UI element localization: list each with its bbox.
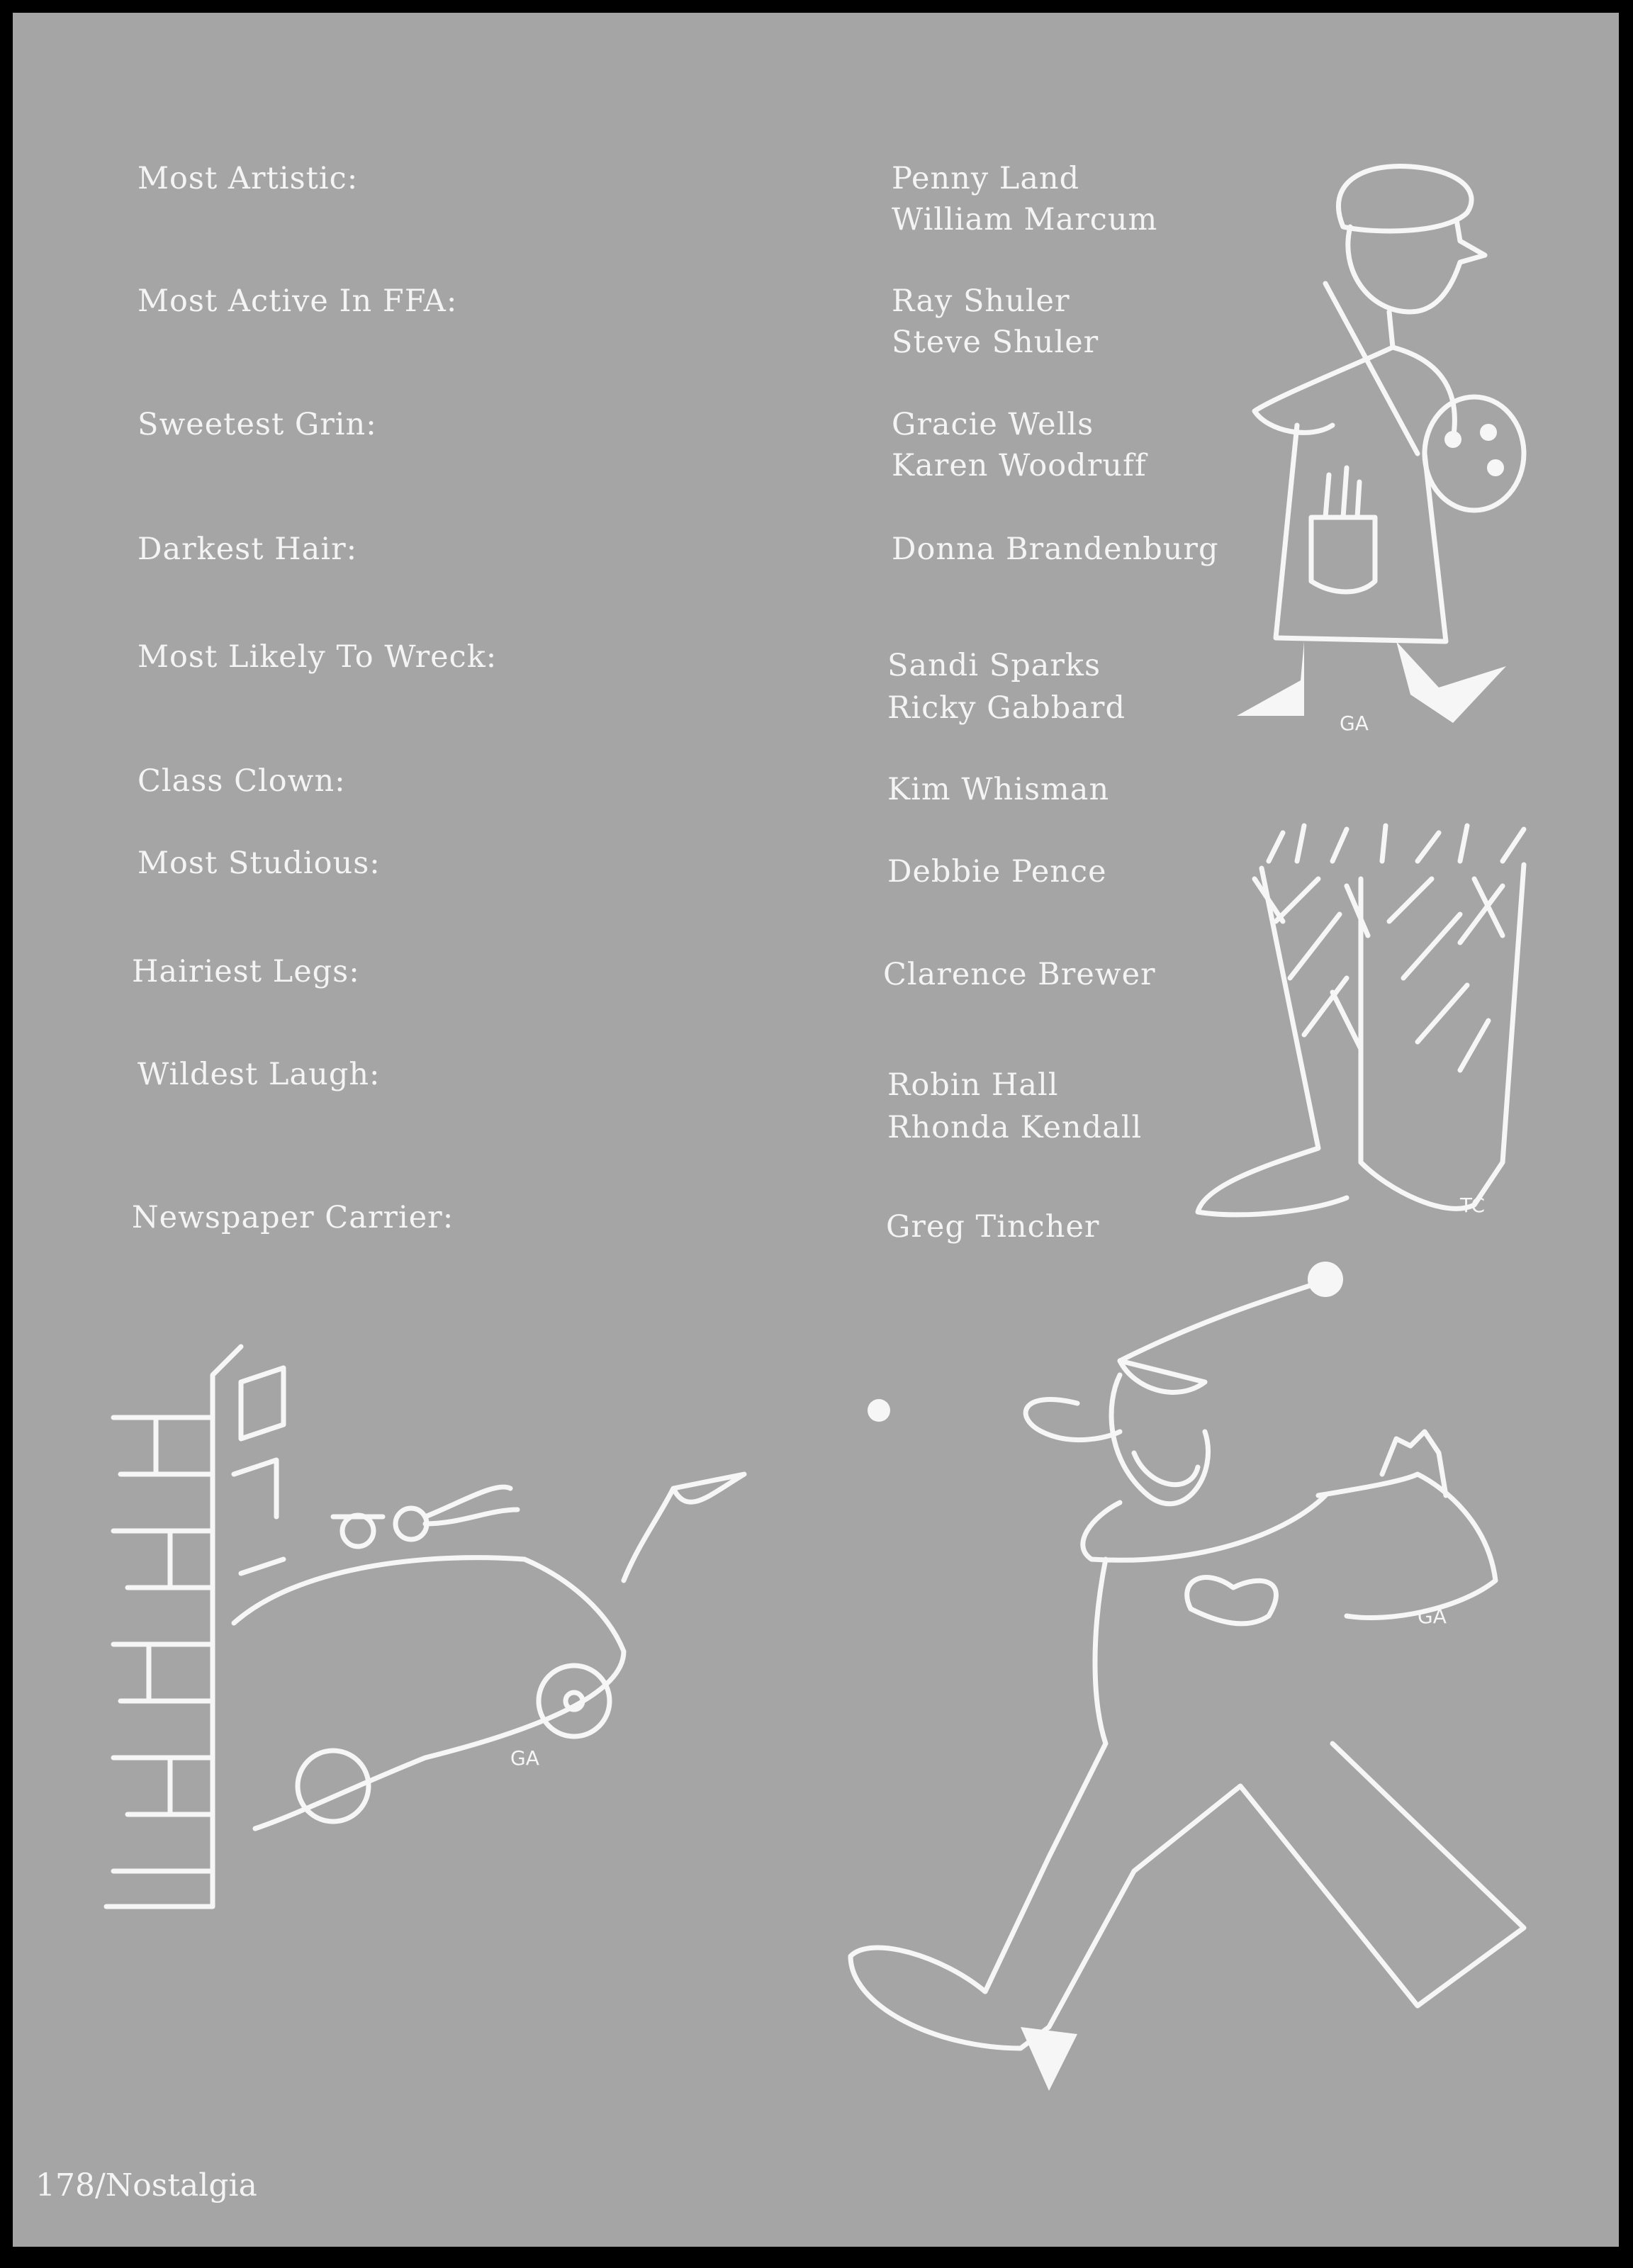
winner-name: Sandi Sparks xyxy=(887,648,1101,683)
superlative-title: Hairiest Legs: xyxy=(132,954,360,989)
clown-drawing: GA xyxy=(848,1262,1527,2091)
superlative-title: Most Artistic: xyxy=(138,161,359,196)
artist-initials: GA xyxy=(1340,712,1369,735)
superlative-title: Sweetest Grin: xyxy=(138,407,377,442)
page-folio: 178/Nostalgia xyxy=(35,2167,257,2204)
clown-initials: GA xyxy=(1418,1605,1447,1628)
hairy-legs-drawing: TC xyxy=(1195,823,1527,1218)
car-crash-drawing: GA xyxy=(103,1344,747,1909)
winner-name: Steve Shuler xyxy=(892,325,1099,360)
winner-name: Ray Shuler xyxy=(892,284,1070,319)
winner-name: Penny Land xyxy=(892,161,1080,196)
winner-name: Donna Brandenburg xyxy=(892,532,1219,567)
superlative-title: Most Studious: xyxy=(138,846,381,881)
winner-name: Clarence Brewer xyxy=(883,957,1156,992)
winner-name: Rhonda Kendall xyxy=(887,1110,1143,1145)
winner-name: William Marcum xyxy=(892,202,1158,237)
car-initials: GA xyxy=(510,1746,539,1770)
winner-name: Karen Woodruff xyxy=(892,448,1147,483)
winner-name: Debbie Pence xyxy=(887,854,1107,889)
yearbook-page: Most Artistic: Most Active In FFA: Sweet… xyxy=(13,13,1619,2247)
superlative-title: Wildest Laugh: xyxy=(138,1057,381,1092)
superlative-title: Most Active In FFA: xyxy=(138,284,458,319)
legs-initials: TC xyxy=(1459,1194,1485,1217)
superlative-title: Most Likely To Wreck: xyxy=(138,639,498,675)
winner-name: Ricky Gabbard xyxy=(887,690,1126,726)
superlative-title: Darkest Hair: xyxy=(138,532,358,567)
winner-name: Gracie Wells xyxy=(892,407,1094,442)
superlative-title: Newspaper Carrier: xyxy=(132,1200,454,1235)
winner-name: Greg Tincher xyxy=(886,1209,1100,1245)
artist-drawing: GA xyxy=(1237,163,1527,735)
winner-name: Kim Whisman xyxy=(887,772,1110,807)
superlative-title: Class Clown: xyxy=(138,763,346,799)
winner-name: Robin Hall xyxy=(887,1067,1059,1103)
